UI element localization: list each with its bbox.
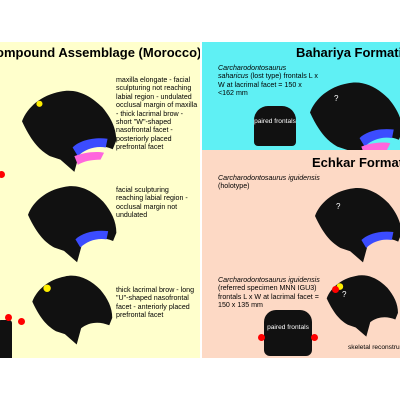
facet-marker-6	[311, 334, 318, 341]
dentary-highlight	[361, 142, 391, 150]
skull-drawing-saharicus	[310, 82, 400, 150]
bottom-right-panel-echkar: Echkar Formation Carcharodontosaurus igu…	[202, 150, 400, 358]
bottom-right-panel-title: Echkar Formation	[312, 155, 400, 170]
iguidensis-frontals: paired frontals	[264, 310, 312, 356]
maxilla-highlight	[72, 138, 108, 157]
maxilla-highlight	[361, 231, 394, 248]
top-right-panel-title: Bahariya Formation (	[296, 45, 400, 60]
facet-marker-2	[5, 314, 12, 321]
row-3-description: thick lacrimal brow - long "U"-shaped na…	[116, 286, 195, 320]
facet-marker-1	[0, 171, 5, 178]
iguidensis-frontals-label: paired frontals	[267, 324, 309, 331]
facet-marker-3	[18, 318, 25, 325]
top-right-panel-bahariya: Bahariya Formation ( Carcharodontosaurus…	[202, 42, 400, 150]
saharicus-frontals-label: paired frontals	[254, 118, 296, 125]
skull-drawing-morocco-1	[22, 90, 117, 172]
skull-drawing-morocco-3	[32, 275, 113, 345]
iguidensis-holotype-note: (holotype)	[218, 182, 250, 191]
lacrimal-highlight	[43, 284, 51, 292]
skeletal-reconstruction-caption: skeletal reconstru	[348, 344, 400, 351]
maxilla-highlight	[75, 230, 109, 248]
skull-drawing-morocco-2	[28, 186, 117, 263]
left-panel-morocco: ompound Assemblage (Morocco) maxilla elo…	[0, 42, 200, 358]
iguidensis-holotype-name: Carcharodontosaurus iguidensis	[218, 174, 320, 182]
maxilla-highlight	[359, 129, 394, 147]
saharicus-note: (lost type) frontals L x W at lacrimal f…	[218, 72, 318, 98]
lacrimal-highlight	[36, 100, 43, 107]
left-panel-title: ompound Assemblage (Morocco)	[0, 45, 200, 60]
saharicus-description: Carcharodontosaurus saharicus (lost type…	[218, 64, 318, 98]
facet-marker-5	[258, 334, 265, 341]
saharicus-question-mark: ?	[334, 94, 339, 103]
dentary-highlight	[74, 152, 105, 165]
frontal-fragment	[0, 320, 12, 358]
row-1-description: maxilla elongate - facial sculpturing no…	[116, 76, 198, 152]
facet-marker-4	[332, 286, 339, 293]
iguidensis-referred-note: (referred specimen MNN IGU3) frontals L …	[218, 284, 319, 310]
saharicus-name: Carcharodontosaurus saharicus	[218, 64, 287, 81]
saharicus-frontals: paired frontals	[254, 106, 296, 146]
row-2-description: facial sculpturing reaching labial regio…	[116, 186, 188, 220]
iguidensis-referred-name: Carcharodontosaurus iguidensis	[218, 276, 320, 284]
holotype-question-mark: ?	[336, 202, 341, 211]
skull-drawing-iguidensis-referred	[326, 275, 398, 337]
iguidensis-holotype-description: Carcharodontosaurus iguidensis (holotype…	[218, 174, 322, 191]
iguidensis-referred-description: Carcharodontosaurus iguidensis (referred…	[218, 276, 324, 310]
skull-drawing-iguidensis-holotype	[315, 187, 400, 263]
referred-question-mark: ?	[342, 290, 347, 299]
